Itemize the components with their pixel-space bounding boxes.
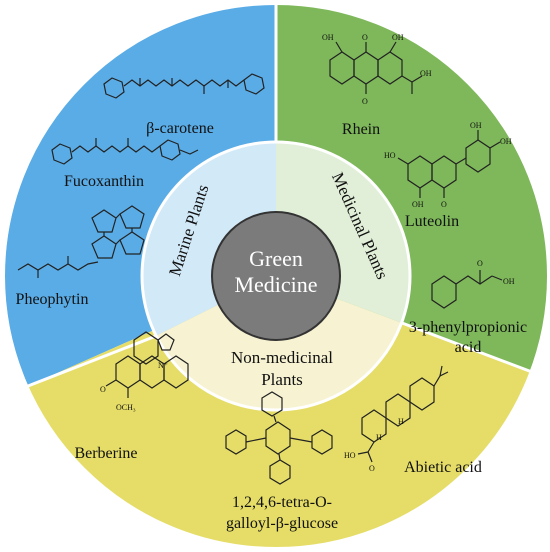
fucoxanthin-structure — [51, 138, 199, 165]
pheophytin-structure — [17, 205, 145, 278]
nonmedicinal-label-2: Plants — [261, 370, 303, 389]
phenylpropionic-structure — [431, 270, 503, 309]
compound-luteolin: Luteolin — [405, 213, 459, 230]
abietic-h2: H — [398, 417, 404, 426]
beta-carotene-structure — [103, 73, 265, 99]
luteolin-structure — [397, 130, 501, 198]
luteolin-ho1: HO — [384, 151, 396, 160]
rhein-structure — [329, 41, 423, 94]
compound-galloyl-2: galloyl-β-glucose — [226, 515, 338, 532]
center-circle — [211, 211, 341, 341]
rhein-o1: O — [362, 33, 368, 42]
nonmedicinal-label-1: Non-medicinal — [231, 348, 333, 367]
berberine-och3: OCH₃ — [116, 403, 136, 412]
rhein-oh3: OH — [420, 69, 432, 78]
luteolin-oh1: OH — [412, 200, 424, 209]
rhein-oh2: OH — [392, 33, 404, 42]
center-line2: Medicine — [234, 272, 317, 297]
berberine-nplus: N⁺ — [158, 361, 168, 370]
compound-fucoxanthin: Fucoxanthin — [64, 173, 144, 190]
compound-pheophytin: Pheophytin — [16, 291, 89, 308]
berberine-structure — [105, 331, 189, 398]
inner-ring — [27, 4, 533, 412]
compound-abietic-acid: Abietic acid — [404, 459, 482, 476]
compound-galloyl-1: 1,2,4,6-tetra-O- — [232, 494, 332, 511]
nonmedicinal-inner-sector — [156, 276, 402, 411]
rhein-o2: O — [362, 97, 368, 106]
compound-beta-carotene: β-carotene — [146, 120, 214, 137]
abietic-ho: HO — [344, 451, 356, 460]
compound-berberine: Berberine — [74, 445, 137, 462]
ppa-oh: OH — [503, 277, 515, 286]
compound-phenylpropionic-1: 3-phenylpropionic — [409, 319, 527, 336]
abietic-h1: H — [376, 433, 382, 442]
galloyl-glucose-structure — [225, 391, 333, 485]
rhein-oh1: OH — [322, 33, 334, 42]
luteolin-oh3: OH — [500, 137, 512, 146]
compound-rhein: Rhein — [342, 121, 380, 138]
abietic-o: O — [369, 464, 375, 473]
compound-phenylpropionic-2: acid — [455, 339, 482, 356]
center-line1: Green — [249, 246, 303, 271]
luteolin-o: O — [441, 200, 447, 209]
ppa-o: O — [477, 259, 483, 268]
luteolin-oh2: OH — [470, 121, 482, 130]
abietic-acid-structure — [357, 365, 449, 463]
nonmedicinal-sector — [28, 276, 532, 548]
berberine-o1: O — [100, 385, 106, 394]
